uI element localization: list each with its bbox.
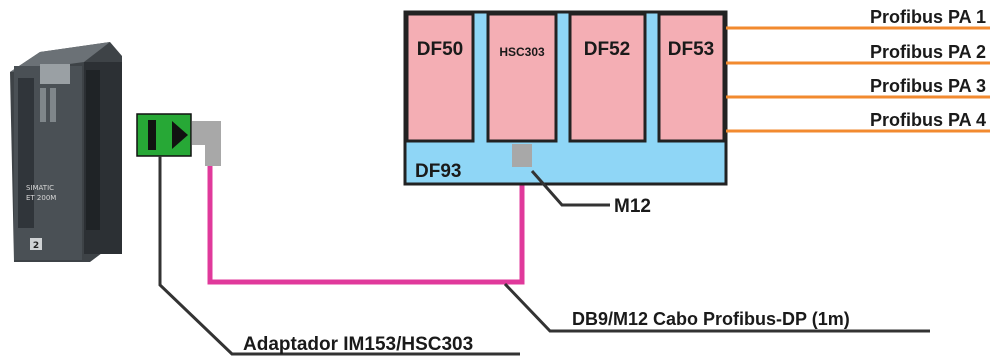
module-label-df52: DF52: [584, 39, 630, 60]
bus-label-2: Profibus PA 2: [870, 42, 986, 62]
device-model: ET 200M: [26, 194, 56, 202]
m12-callout-label: M12: [614, 196, 651, 217]
module-label-df50: DF50: [417, 39, 463, 60]
et200m-device: SIMATIC ET 200M 2: [10, 42, 122, 262]
module-df52: [570, 14, 645, 141]
cable-callout-label: DB9/M12 Cabo Profibus-DP (1m): [572, 309, 850, 329]
device-brand: SIMATIC: [26, 184, 54, 192]
bus-label-1: Profibus PA 1: [870, 7, 986, 27]
adapter-callout-line: [160, 156, 520, 354]
device-slot-number: 2: [33, 241, 39, 251]
module-df53: [659, 14, 724, 141]
module-label-hsc303: HSC303: [499, 45, 545, 59]
m12-connector: [512, 144, 532, 167]
module-label-df53: DF53: [668, 39, 714, 60]
bus-label-3: Profibus PA 3: [870, 76, 986, 96]
adapter-block: [137, 114, 191, 156]
adapter-callout-label: Adaptador IM153/HSC303: [243, 334, 473, 355]
rack-base-label: DF93: [415, 161, 461, 182]
module-hsc303: [488, 14, 556, 141]
db9-connector: [192, 121, 221, 166]
module-df50: [407, 14, 473, 141]
bus-label-4: Profibus PA 4: [870, 110, 986, 130]
profibus-pa-labels: Profibus PA 1 Profibus PA 2 Profibus PA …: [870, 7, 986, 130]
